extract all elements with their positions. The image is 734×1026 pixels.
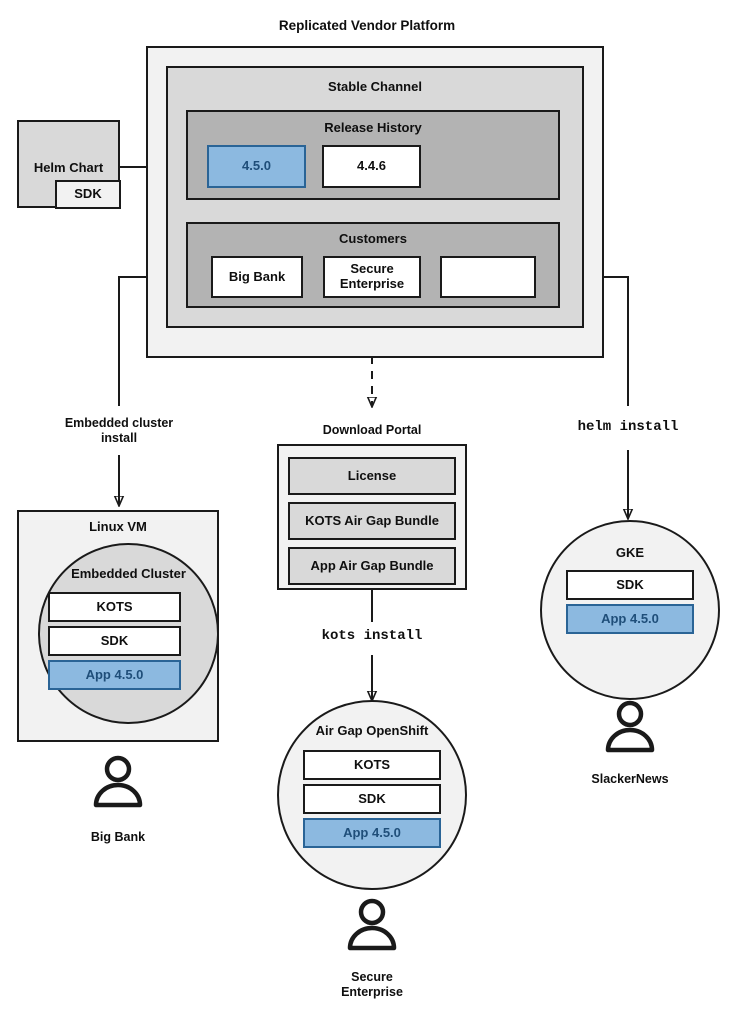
flow-label-embedded-line1: Embedded cluster (64, 416, 174, 430)
page-title: Replicated Vendor Platform (278, 18, 456, 33)
air-gap-openshift-title: Air Gap OpenShift (315, 723, 429, 738)
openshift-component-app[interactable]: App 4.5.0 (303, 818, 441, 848)
openshift-component-sdk[interactable]: SDK (303, 784, 441, 814)
linux-vm-component-sdk[interactable]: SDK (48, 626, 181, 656)
helm-chart-title: Helm Chart (33, 160, 104, 175)
download-portal-item-kots-air-gap-bundle[interactable]: KOTS Air Gap Bundle (288, 502, 456, 540)
customer-secure-enterprise-line1: Secure (350, 261, 394, 277)
flow-label-kots-install: kots install (321, 628, 423, 644)
release-4-4-6[interactable]: 4.4.6 (322, 145, 421, 188)
customer-secure-enterprise[interactable]: Secure Enterprise (323, 256, 421, 298)
linux-vm-component-kots[interactable]: KOTS (48, 592, 181, 622)
gke-component-sdk[interactable]: SDK (566, 570, 694, 600)
persona-secure-enterprise-label: Secure Enterprise (292, 970, 452, 1000)
persona-big-bank-icon (93, 755, 143, 808)
flow-label-embedded-cluster-install: Embedded cluster install (39, 416, 199, 446)
flow-label-embedded-line2: install (100, 430, 138, 445)
persona-secure-enterprise-line2: Enterprise (341, 984, 403, 999)
linux-vm-component-app[interactable]: App 4.5.0 (48, 660, 181, 690)
persona-big-bank-label: Big Bank (90, 830, 146, 844)
download-portal-title: Download Portal (322, 423, 422, 437)
openshift-component-kots[interactable]: KOTS (303, 750, 441, 780)
customers-title: Customers (339, 231, 407, 246)
stable-channel-title: Stable Channel (328, 79, 422, 94)
gke-component-app[interactable]: App 4.5.0 (566, 604, 694, 634)
customer-secure-enterprise-line2: Enterprise (339, 276, 405, 291)
release-history-title: Release History (324, 120, 422, 135)
flow-label-helm-install: helm install (577, 419, 679, 435)
persona-secure-enterprise-icon (347, 898, 397, 951)
helm-chart-sdk[interactable]: SDK (55, 180, 121, 209)
download-portal-item-license[interactable]: License (288, 457, 456, 495)
persona-slackernews-label: SlackerNews (591, 772, 669, 786)
customer-ai-company[interactable] (440, 256, 536, 298)
persona-secure-enterprise-line1: Secure (351, 970, 393, 984)
download-portal-item-app-air-gap-bundle[interactable]: App Air Gap Bundle (288, 547, 456, 585)
gke-title: GKE (615, 545, 645, 560)
linux-vm-title: Linux VM (89, 519, 147, 534)
persona-slackernews-icon (605, 700, 655, 753)
release-4-5-0[interactable]: 4.5.0 (207, 145, 306, 188)
customer-big-bank[interactable]: Big Bank (211, 256, 303, 298)
embedded-cluster-title: Embedded Cluster (71, 566, 186, 581)
